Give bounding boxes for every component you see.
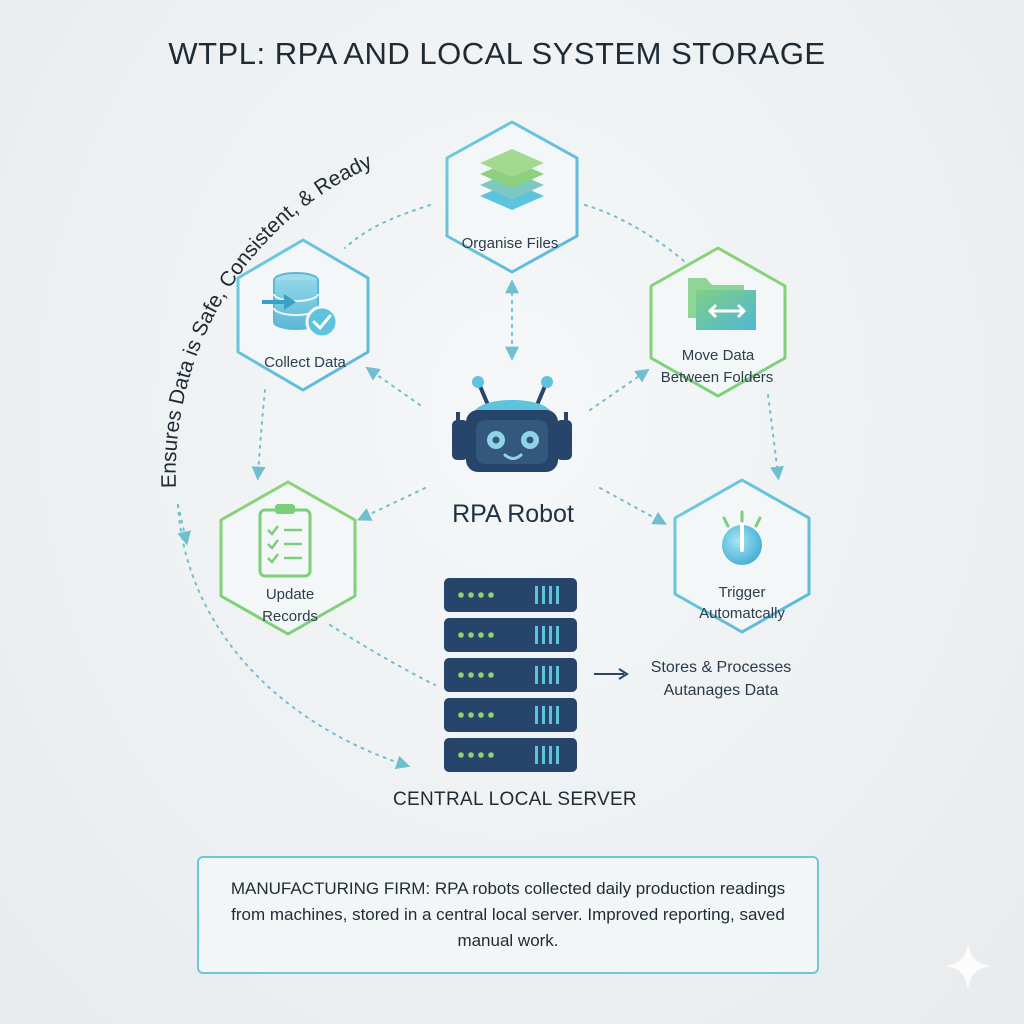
node-organise-label: Organise Files [462,235,559,252]
connector-robot-update [356,487,426,521]
robot-gear-eye-right [521,431,539,449]
server-unit [444,578,577,612]
server-side-label-line2: Autanages Data [663,682,779,699]
folder-transfer-icon [688,278,756,330]
connector-move-trigger [767,394,784,481]
node-update-label-1: Update [266,586,314,603]
node-move-label-2: Between Folders [661,369,774,386]
server-unit [444,738,577,772]
node-move-data: Move Data Between Folders [649,246,787,398]
node-collect-label: Collect Data [264,354,346,371]
node-update-label-2: Records [262,608,318,625]
database-check-icon [262,272,339,339]
page-title: WTPL: RPA AND LOCAL SYSTEM STORAGE [168,36,826,71]
robot-icon [452,376,572,472]
server-unit [444,658,577,692]
sparkle-watermark-icon [944,942,992,990]
robot-label: RPA Robot [452,500,574,528]
server-rack-icon [444,578,577,772]
connector-organise-collect [344,204,431,249]
connector-robot-collect [365,366,421,406]
case-study-text: MANUFACTURING FIRM: RPA robots collected… [230,879,786,950]
robot-gear-eye-left [487,431,505,449]
layers-icon [480,149,544,210]
connector-arc-server [177,504,411,769]
server-unit [444,618,577,652]
server-unit [444,698,577,732]
connector-collect-update [251,389,266,481]
connector-arc-start [177,504,191,546]
server-output-arrow-icon [594,668,629,680]
node-move-label-1: Move Data [682,347,755,364]
node-trigger-label-1: Trigger [719,584,766,601]
case-study-box: MANUFACTURING FIRM: RPA robots collected… [197,856,819,974]
node-organise-files: Organise Files [445,120,579,274]
server-label: CENTRAL LOCAL SERVER [393,789,637,810]
connector-organise-move [584,204,686,263]
connector-update-server [329,624,436,686]
node-update-records: Update Records [219,480,357,636]
connector-robot-trigger [599,487,667,525]
connector-robot-move [589,368,650,411]
node-trigger-label-2: Automatcally [699,605,785,622]
connectors [177,204,784,769]
server-side-label-line1: Stores & Processes [650,659,792,676]
node-collect-data: Collect Data [236,238,370,392]
clipboard-checklist-icon [258,504,312,578]
server-side-label: Stores & Processes Autanages Data [636,656,806,702]
node-trigger: Trigger Automatcally [673,478,811,634]
power-knob-icon [722,510,762,565]
